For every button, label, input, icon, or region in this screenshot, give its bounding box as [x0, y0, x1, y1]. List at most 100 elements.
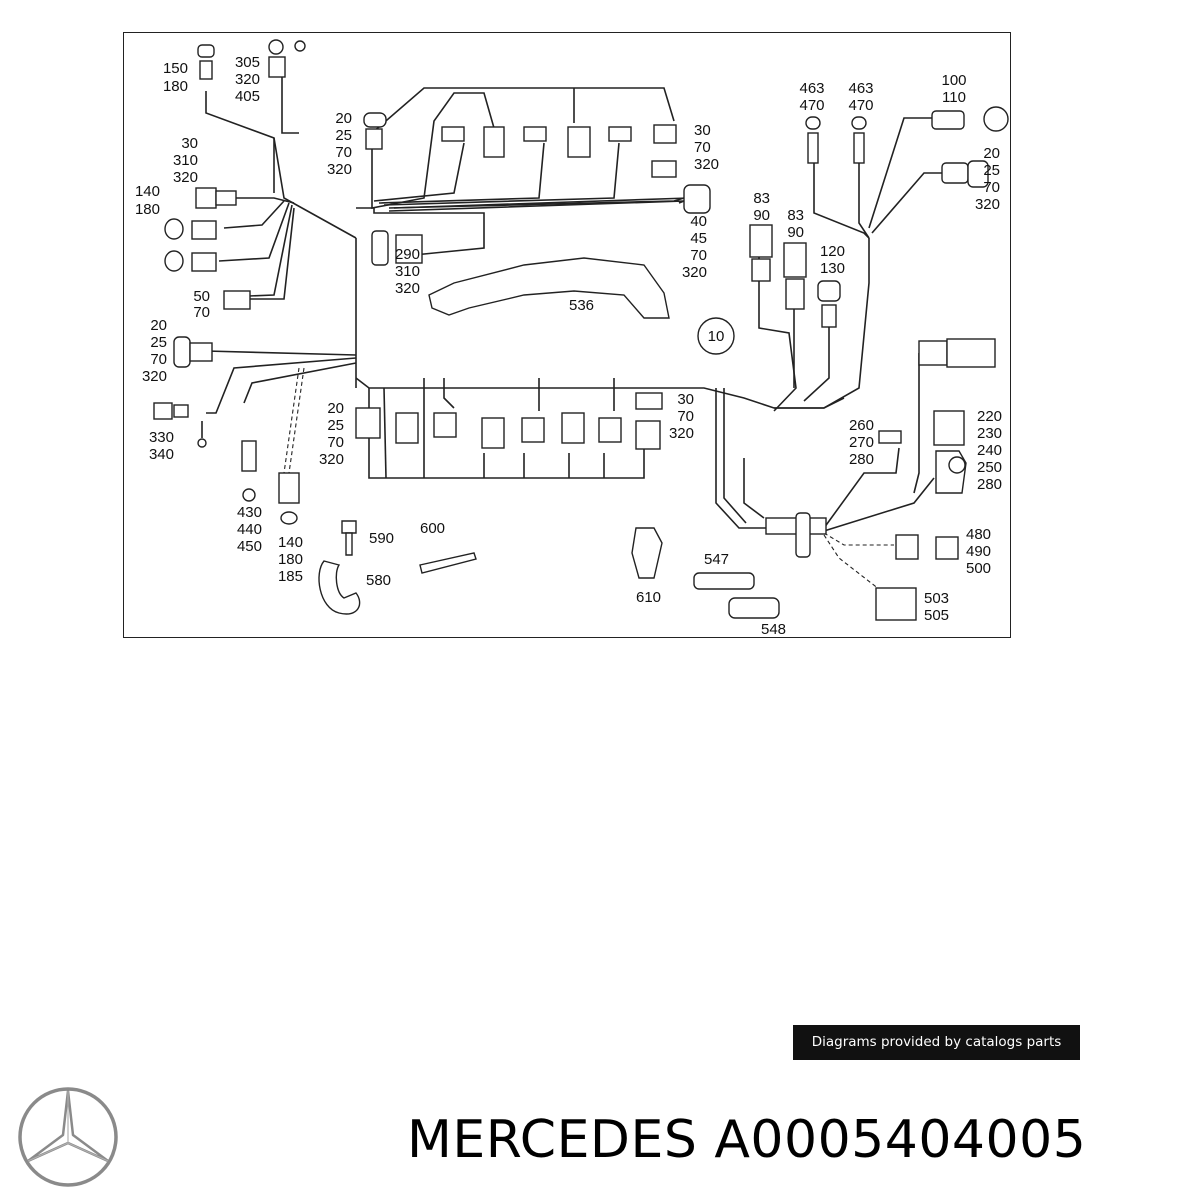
connector-lower-2	[433, 412, 457, 438]
callout-10: 10	[708, 328, 725, 345]
callout-circle-10	[697, 317, 735, 355]
connector-503	[875, 587, 917, 621]
grommet-seal	[795, 512, 811, 558]
connector-140-lower-ring	[280, 511, 298, 525]
screw-590-shank	[345, 532, 353, 556]
callout-600: 600	[420, 520, 445, 537]
connector-330-body	[173, 404, 189, 418]
callout-548: 548	[761, 621, 786, 638]
plug-547	[693, 572, 755, 590]
ring-terminal-330	[197, 438, 207, 448]
connector-220	[933, 410, 965, 446]
injector-rail-536	[428, 257, 670, 319]
connector-290-body	[395, 234, 423, 264]
sensor-463-b-body	[853, 132, 865, 164]
connector-upper-4	[567, 126, 591, 158]
connector-305-body	[268, 56, 286, 78]
connector-lower-7	[635, 420, 661, 450]
screw-590-head	[341, 520, 357, 534]
connector-30-left	[195, 187, 217, 209]
clip-580	[318, 560, 361, 615]
mercedes-star-logo-icon	[18, 1087, 118, 1187]
connector-lower-5	[561, 412, 585, 444]
connector-30-left-body	[215, 190, 237, 206]
callout-547: 547	[704, 551, 729, 568]
relay-83-a	[749, 224, 773, 258]
connector-upper-3	[523, 126, 547, 142]
connector-100-round	[983, 106, 1009, 132]
cable-tie-600	[419, 552, 477, 574]
connector-490	[935, 536, 959, 560]
connector-50	[223, 290, 251, 310]
connector-30-upper	[651, 160, 677, 178]
callout-580: 580	[366, 572, 391, 589]
relay-83-b	[783, 242, 807, 278]
connector-150	[197, 44, 215, 58]
sensor-463-b	[851, 116, 867, 130]
connector-330	[153, 402, 173, 420]
sensor-463-a-body	[807, 132, 819, 164]
connector-upper-2	[483, 126, 505, 158]
connector-150-body	[199, 60, 213, 80]
connector-40	[683, 184, 711, 214]
connector-100	[931, 110, 965, 130]
connector-140-b	[164, 250, 184, 272]
callout-536: 536	[569, 297, 594, 314]
connector-lower-3	[481, 417, 505, 449]
connector-30-lower	[635, 392, 663, 410]
page-title: MERCEDES A0005404005	[407, 1110, 1087, 1170]
ring-terminal-305	[294, 40, 306, 52]
connectors	[153, 39, 1009, 621]
connector-large-right-body	[946, 338, 996, 368]
connector-lower-4	[521, 417, 545, 443]
connector-140-a-body	[191, 220, 217, 240]
connector-20-top	[363, 112, 387, 128]
connector-upper-1	[441, 126, 465, 142]
connector-305	[268, 39, 284, 55]
connector-260	[878, 430, 902, 444]
connector-lower-1	[395, 412, 419, 444]
sensor-430	[241, 440, 257, 472]
connector-140-a	[164, 218, 184, 240]
relay-83-b-body	[785, 278, 805, 310]
connector-20-right	[941, 162, 969, 184]
sensor-430-ring	[242, 488, 256, 502]
connector-upper-5	[608, 126, 632, 142]
connector-20-top-body	[365, 128, 383, 150]
callout-590: 590	[369, 530, 394, 547]
connector-120	[817, 280, 841, 302]
connector-20-lower-left-body	[189, 342, 213, 362]
connector-140-b-body	[191, 252, 217, 272]
sensor-463-a	[805, 116, 821, 130]
connector-480	[895, 534, 919, 560]
connector-upper-6	[653, 124, 677, 144]
connector-20-lower	[355, 407, 381, 439]
connector-large-right	[918, 340, 948, 366]
